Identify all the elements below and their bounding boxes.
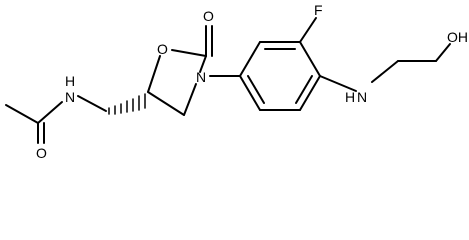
bond-ph-c3-c4 — [299, 41, 321, 77]
atom-labels: O N H O O N F N H OH — [36, 2, 468, 161]
bond-methyl-carbonyl — [5, 104, 39, 124]
bond-ring-o-c2 — [171, 49, 207, 57]
atom-ring-oxygen: O — [157, 41, 168, 57]
bond-ph-c4-c5 — [299, 75, 321, 111]
bond-ch2-oh — [435, 43, 451, 62]
bond-nh-ch2 — [77, 95, 107, 112]
stereo-hashed-wedge — [108, 93, 146, 115]
bond-ph-c6-c1 — [239, 75, 261, 111]
bond-amine-ch2 — [371, 60, 399, 83]
atom-ring-nitrogen: N — [196, 69, 206, 85]
bond-ph-c1-c2 — [239, 41, 261, 77]
bond-c4-c5 — [147, 91, 185, 116]
bond-ring-n-c4 — [183, 83, 197, 116]
chemical-structure-diagram: O N H O O N F N H OH — [5, 2, 468, 161]
atom-carbonyl-oxygen: O — [203, 8, 214, 24]
bond-carbonyl-nh — [37, 101, 63, 124]
atom-amine-nitrogen: N — [357, 89, 367, 105]
bond-ph-fluorine — [299, 17, 317, 43]
atom-amide-nitrogen: N — [65, 89, 75, 105]
bond-lines — [5, 17, 451, 144]
atom-fluorine: F — [314, 2, 323, 18]
bond-ph-inner-2 — [295, 75, 313, 104]
bond-c5-ring-o — [147, 55, 161, 93]
bond-c2-ring-n — [199, 55, 207, 73]
atom-acetyl-oxygen: O — [36, 145, 47, 161]
atom-amine-hydrogen: H — [345, 89, 355, 105]
atom-amide-hydrogen: H — [65, 73, 75, 89]
bond-ph-amine — [319, 75, 357, 92]
bond-ph-inner-3 — [247, 75, 265, 104]
atom-hydroxyl: OH — [447, 29, 468, 45]
